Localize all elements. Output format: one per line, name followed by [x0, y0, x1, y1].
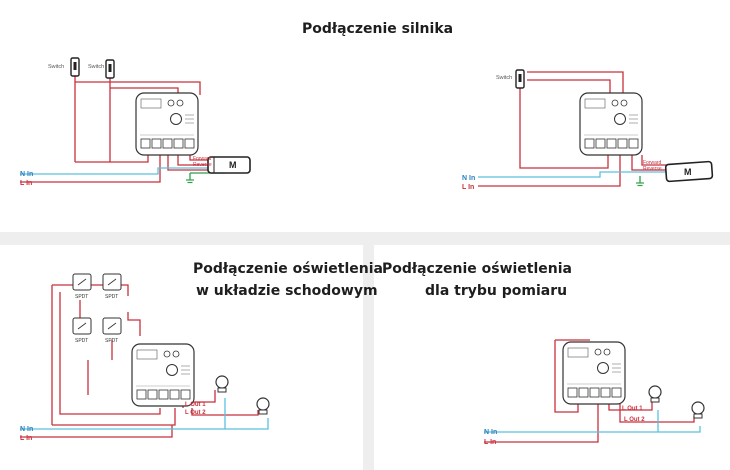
l-out-1-label-metering: L Out 1: [622, 406, 643, 412]
staircase-diagram: [20, 273, 270, 438]
l-out-2-label-metering: L Out 2: [624, 417, 645, 423]
l-in-label-metering: L In: [484, 439, 496, 446]
switch-label-3: Switch: [496, 75, 512, 81]
forward-label-right: Forward: [643, 160, 662, 166]
metering-title-line2: dla trybu pomiaru: [425, 283, 568, 299]
spdt-label-1: SPDT: [75, 294, 88, 300]
n-in-label-motor-right: N In: [462, 175, 475, 182]
staircase-title-line2: w układzie schodowym: [196, 283, 378, 299]
metering-diagram: [484, 339, 705, 443]
motor-diagram-right: [478, 69, 714, 187]
l-in-label-staircase: L In: [20, 435, 32, 442]
reverse-label-left: Reverse: [193, 162, 212, 168]
reverse-label-right: Reverse: [643, 166, 662, 172]
forward-label-left: Forward: [193, 156, 212, 162]
l-in-label-motor-right: L In: [462, 184, 474, 191]
staircase-title-line1: Podłączenie oświetlenia: [193, 261, 383, 277]
motor-diagram-left: [20, 57, 251, 184]
n-in-label-metering: N In: [484, 429, 497, 436]
metering-title-line1: Podłączenie oświetlenia: [382, 261, 572, 277]
motor-symbol-left: M: [229, 160, 237, 170]
motor-title: Podłączenie silnika: [302, 21, 454, 37]
spdt-label-2: SPDT: [105, 294, 118, 300]
spdt-label-4: SPDT: [105, 338, 118, 344]
n-in-label-motor-left: N In: [20, 171, 33, 178]
n-in-label-staircase: N In: [20, 426, 33, 433]
switch-label-2: Switch: [88, 64, 104, 70]
motor-symbol-right: M: [684, 167, 692, 177]
switch-label-1: Switch: [48, 64, 64, 70]
l-in-label-motor-left: L In: [20, 180, 32, 187]
l-out-1-label-staircase: L Out 1: [185, 402, 206, 408]
l-out-2-label-staircase: L Out 2: [185, 410, 206, 416]
spdt-label-3: SPDT: [75, 338, 88, 344]
